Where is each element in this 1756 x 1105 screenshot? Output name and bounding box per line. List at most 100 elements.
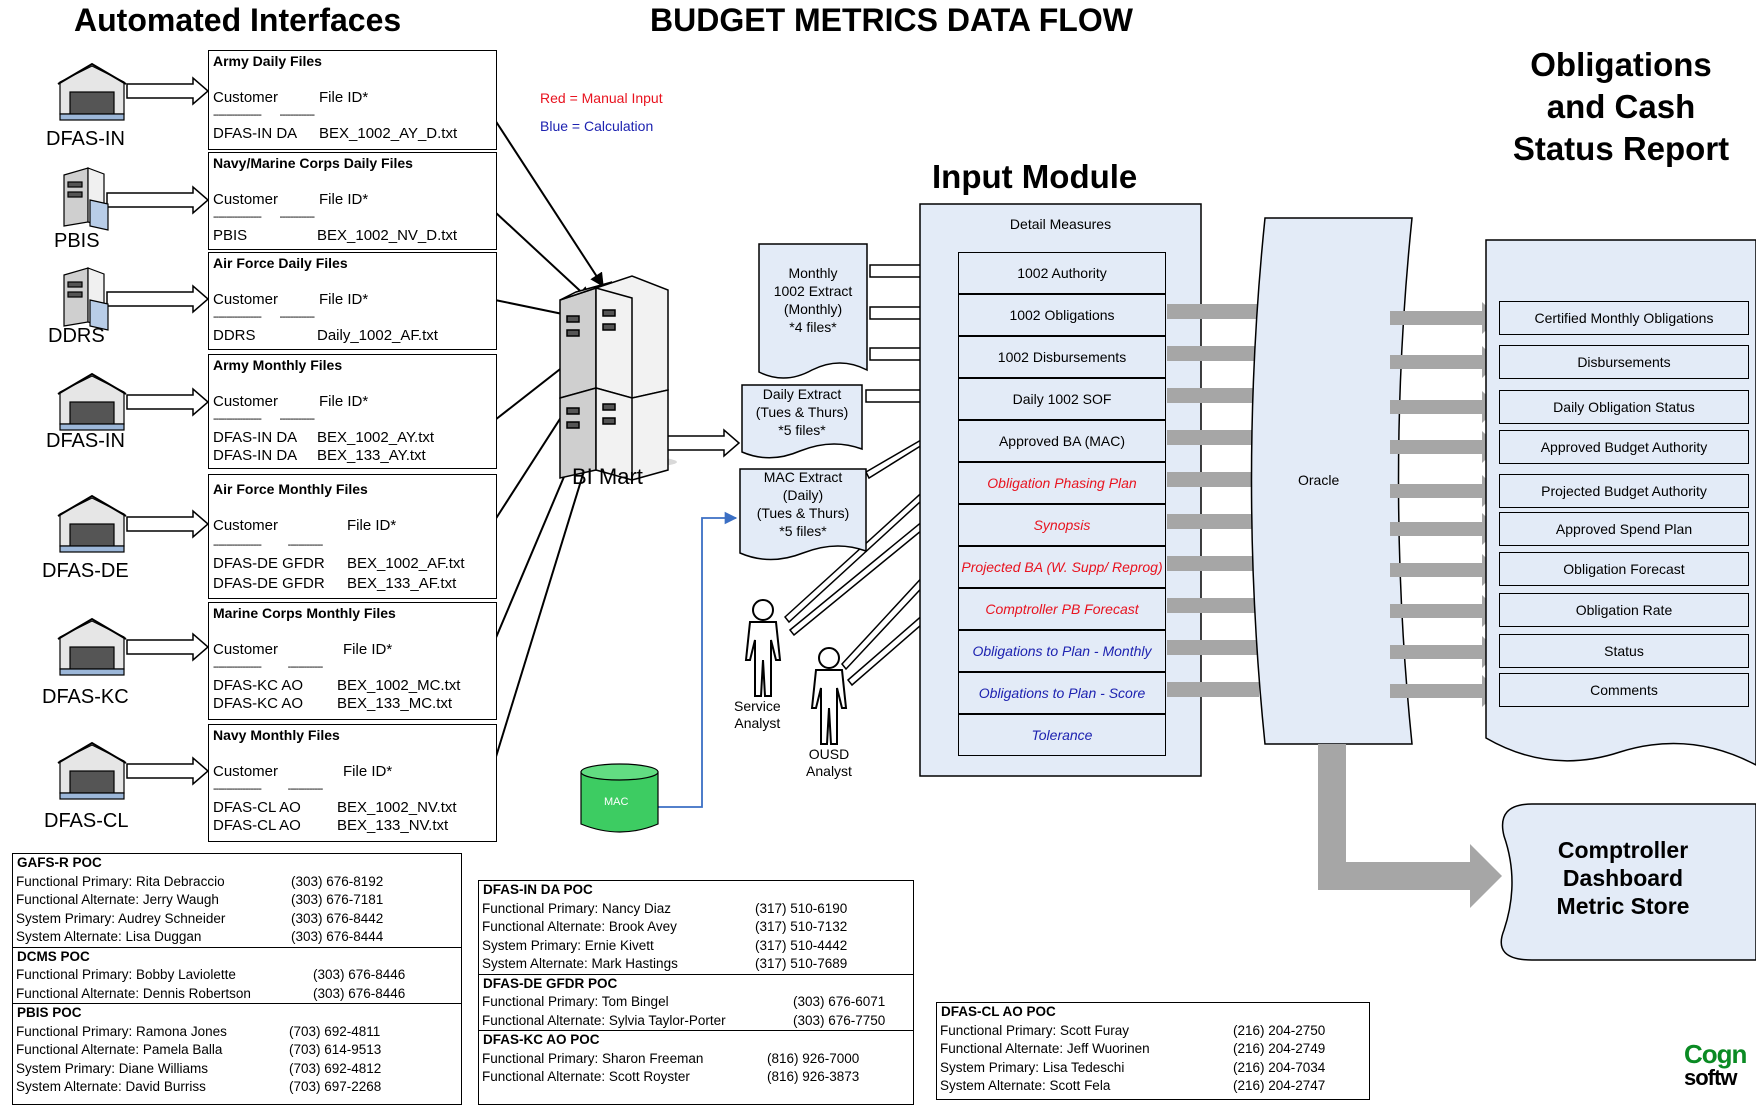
poc-box-left: GAFS-R POC Functional Primary: Rita Debr…: [12, 853, 462, 1105]
file-box-title: Air Force Monthly Files: [213, 481, 368, 497]
input-row-1002-obligations: 1002 Obligations: [958, 294, 1166, 336]
report-row-forecast: Obligation Forecast: [1499, 552, 1749, 586]
file-row-id: BEX_1002_AY.txt: [317, 429, 435, 446]
dashboard-line: Metric Store: [1556, 893, 1690, 919]
poc-phone: (216) 204-2749: [1233, 1041, 1326, 1056]
mac-database-link: [658, 511, 738, 808]
oracle-to-dashboard-arrow: [1318, 744, 1502, 908]
file-row-customer: DFAS-DE GFDR: [213, 575, 325, 592]
poc-name: System Alternate: Lisa Duggan: [16, 929, 202, 944]
file-row-id: BEX_1002_AY_D.txt: [319, 125, 458, 142]
source-label-dfas-de: DFAS-DE: [42, 560, 129, 582]
poc-title: DCMS POC: [17, 948, 90, 964]
separator: ------------------ -------------: [213, 211, 315, 223]
poc-name: Functional Primary: Sharon Freeman: [482, 1050, 704, 1066]
source-label-dfas-kc: DFAS-KC: [42, 686, 129, 708]
poc-box-right: DFAS-CL AO POC Functional Primary: Scott…: [936, 1002, 1370, 1100]
report-row-projected-ba: Projected Budget Authority: [1499, 474, 1749, 508]
file-row-id: BEX_133_MC.txt: [337, 695, 453, 712]
poc-phone: (317) 510-4442: [755, 937, 848, 953]
poc-line: System Primary: Lisa Tedeschi(216) 204-7…: [937, 1059, 1369, 1078]
poc-name: System Alternate: Scott Fela: [940, 1078, 1111, 1093]
gray-link-2: [1167, 346, 1259, 361]
file-row-id: BEX_1002_AF.txt: [347, 555, 465, 572]
file-row-customer: DDRS: [213, 327, 256, 344]
input-to-oracle-arrows: [1167, 304, 1259, 697]
file-row-id: BEX_1002_MC.txt: [337, 677, 461, 694]
poc-name: Functional Alternate: Jerry Waugh: [16, 892, 219, 907]
poc-name: System Alternate: David Burriss: [16, 1079, 206, 1094]
logo-line-2: softw: [1684, 1065, 1737, 1090]
poc-name: Functional Primary: Tom Bingel: [482, 994, 669, 1009]
gray-link-8: [1167, 598, 1259, 613]
extract-line: 1002 Extract: [773, 283, 853, 299]
poc-line: Functional Primary: Ramona Jones(703) 69…: [13, 1023, 461, 1042]
gray-link-10: [1167, 682, 1259, 697]
arrow-navy-daily: [494, 211, 592, 301]
poc-phone: (816) 926-3873: [767, 1069, 860, 1084]
oracle-to-report-arrows: [1390, 302, 1499, 707]
dashboard-label: Comptroller Dashboard Metric Store: [1512, 836, 1734, 920]
poc-phone: (303) 676-7750: [793, 1012, 886, 1028]
poc-box-middle: DFAS-IN DA POC Functional Primary: Nancy…: [478, 880, 914, 1105]
poc-phone: (317) 510-7689: [755, 956, 848, 971]
poc-section-dfas-cl-ao: DFAS-CL AO POC Functional Primary: Scott…: [937, 1003, 1369, 1096]
gray-arrow-5: [1390, 475, 1499, 507]
legend-blue: Blue = Calculation: [540, 118, 654, 134]
poc-line: System Alternate: David Burriss(703) 697…: [13, 1078, 461, 1097]
poc-phone: (303) 676-8192: [291, 873, 384, 889]
col-customer: Customer: [213, 641, 279, 658]
poc-line: Functional Alternate: Jeff Wuorinen(216)…: [937, 1040, 1369, 1059]
file-box-title: Army Monthly Files: [213, 357, 343, 373]
monthly-extract-label: Monthly 1002 Extract (Monthly) *4 files*: [759, 264, 867, 336]
poc-section-dfas-de-gfdr: DFAS-DE GFDR POC Functional Primary: Tom…: [479, 975, 913, 1031]
col-file-id: File ID*: [343, 641, 393, 658]
file-row-customer: DFAS-CL AO: [213, 799, 301, 816]
poc-title: GAFS-R POC: [17, 855, 102, 870]
file-row-id: BEX_133_AF.txt: [347, 575, 457, 592]
file-box-title: Marine Corps Monthly Files: [213, 605, 396, 621]
daily-extract-label: Daily Extract (Tues & Thurs) *5 files*: [742, 385, 862, 439]
poc-phone: (216) 204-2750: [1233, 1022, 1326, 1038]
source-label-ddrs: DDRS: [48, 325, 105, 347]
poc-name: Functional Alternate: Pamela Balla: [16, 1042, 223, 1057]
poc-line: System Primary: Ernie Kivett(317) 510-44…: [479, 937, 913, 956]
dfas-cl-icon: [57, 741, 127, 800]
input-module-heading: Input Module: [932, 158, 1138, 195]
source-label-dfas-in-daily: DFAS-IN: [46, 128, 125, 150]
source-label-dfas-cl: DFAS-CL: [44, 810, 129, 832]
file-box-af-daily: Air Force Daily Files Customer File ID* …: [208, 252, 497, 350]
poc-line: Functional Alternate: Brook Avey(317) 51…: [479, 918, 913, 937]
poc-title: PBIS POC: [17, 1005, 82, 1020]
mac-extract-label: MAC Extract (Daily) (Tues & Thurs) *5 fi…: [740, 468, 866, 540]
file-row-customer: DFAS-DE GFDR: [213, 555, 325, 572]
input-row-projected-ba: Projected BA (W. Supp/ Reprog): [958, 546, 1166, 588]
poc-phone: (816) 926-7000: [767, 1050, 860, 1066]
obligations-heading-line-3: Status Report: [1512, 130, 1730, 167]
poc-line: Functional Alternate: Pamela Balla(703) …: [13, 1041, 461, 1060]
icon-arrow-1: [126, 76, 210, 106]
file-row-customer: DFAS-IN DA: [213, 429, 298, 446]
daily-extract-doc: [741, 384, 863, 459]
poc-name: Functional Primary: Ramona Jones: [16, 1023, 227, 1039]
file-row-customer: DFAS-IN DA: [213, 125, 298, 142]
obligations-heading-line-2: and Cash: [1546, 88, 1696, 125]
mac-extract-doc: [739, 468, 867, 561]
poc-name: System Primary: Audrey Schneider: [16, 910, 226, 926]
input-row-obligations-monthly: Obligations to Plan - Monthly: [958, 630, 1166, 672]
file-box-navy-daily: Navy/Marine Corps Daily Files Customer F…: [208, 152, 497, 250]
dashboard-line: Dashboard: [1562, 865, 1684, 891]
col-file-id: File ID*: [319, 393, 369, 410]
input-row-phasing-plan: Obligation Phasing Plan: [958, 462, 1166, 504]
extract-line: (Tues & Thurs): [755, 404, 849, 420]
poc-line: System Alternate: Mark Hastings(317) 510…: [479, 955, 913, 975]
oracle-shape: [1250, 217, 1413, 745]
legend-red: Red = Manual Input: [540, 90, 663, 106]
separator: ------------------ -------------: [213, 311, 315, 323]
file-row-id: BEX_1002_NV.txt: [337, 799, 457, 816]
ddrs-server-icon: [63, 267, 109, 331]
report-row-obligation-rate: Obligation Rate: [1499, 593, 1749, 627]
source-label-pbis: PBIS: [54, 230, 100, 252]
file-box-af-monthly: Air Force Monthly Files Customer File ID…: [208, 474, 497, 599]
dfas-in-daily-icon: [57, 62, 127, 121]
